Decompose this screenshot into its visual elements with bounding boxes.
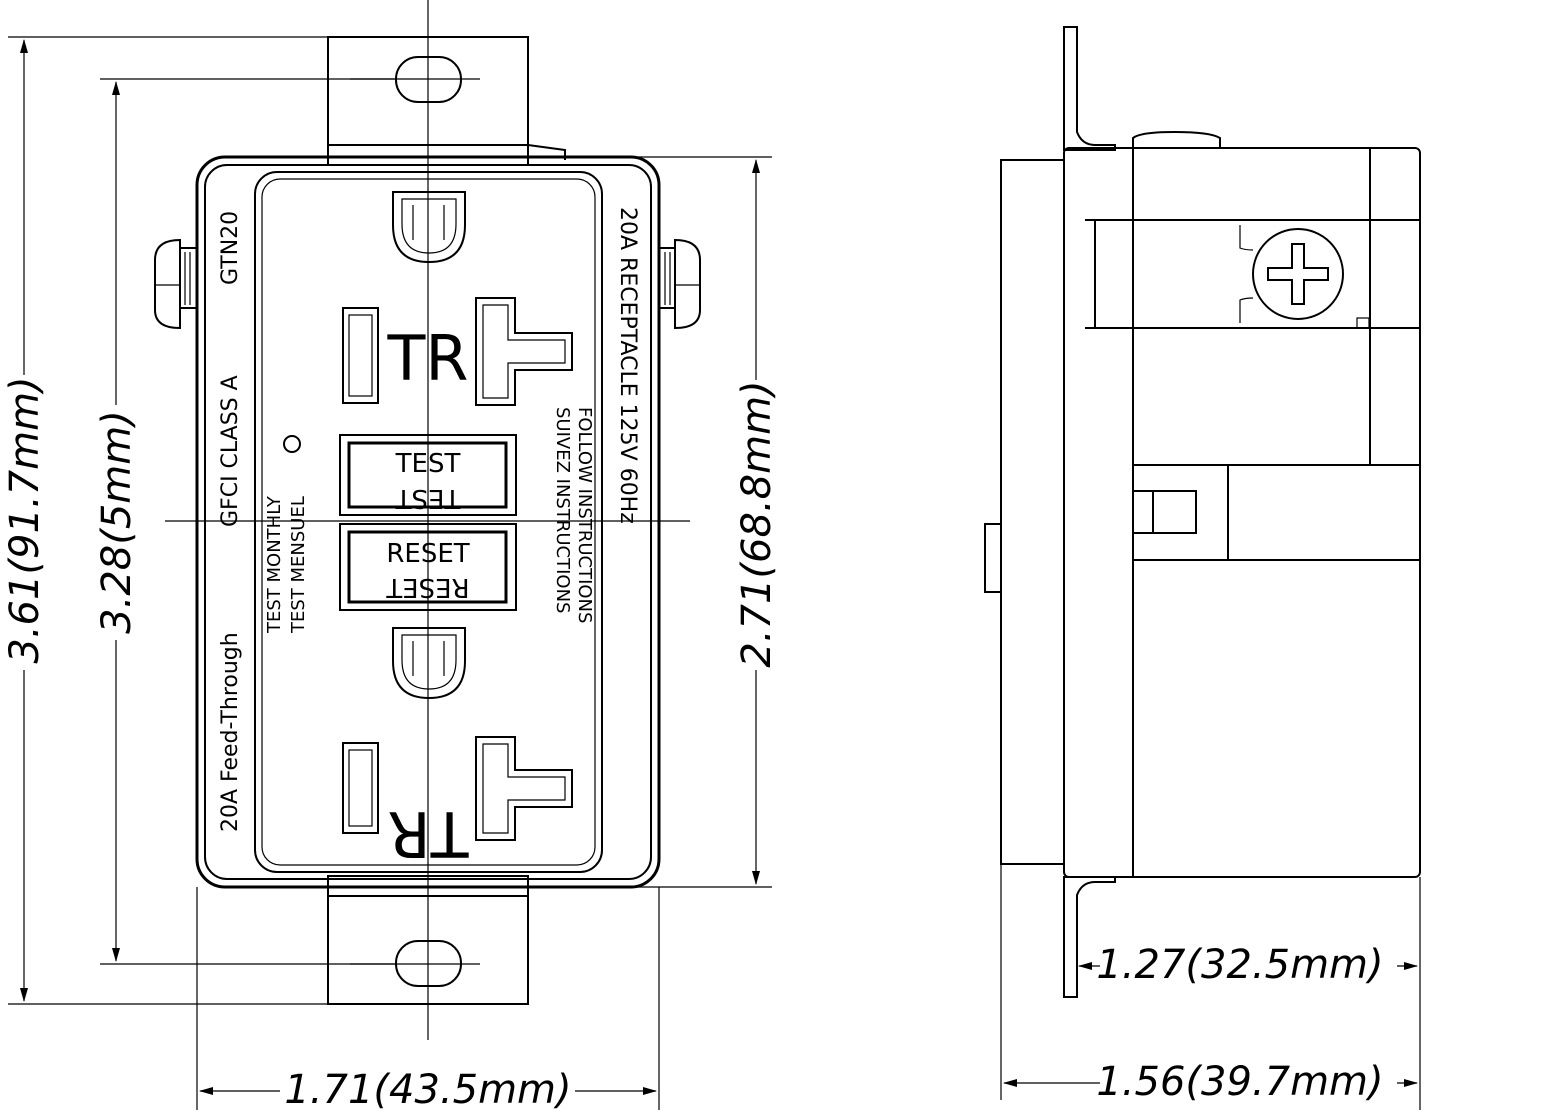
test-mensuel-label: TEST MENSUEL [288,496,309,634]
side-terminal [1085,219,1420,329]
test-button[interactable]: TEST TEST [339,434,517,516]
bottom-mounting-strap [327,875,529,1005]
overall-depth-value: 1.56(39.7mm) [1096,1059,1383,1105]
side-view: 1.27(32.5mm) 1.56(39.7mm) [984,26,1421,1110]
main-body-side [1063,147,1421,878]
left-terminal-screw [154,238,198,330]
lower-outlet: TR [342,627,573,870]
front-view: TR TR TEST TEST RESET RESET [2,0,780,1112]
body-height-value: 2.71(68.8mm) [734,380,780,667]
reset-button-label: RESET [386,539,469,569]
indicator-led [283,435,301,453]
receptacle-rating-label: 20A RECEPTACLE 125V 60Hz [615,207,640,524]
depth-behind-strap-value: 1.27(32.5mm) [1096,942,1383,988]
t-slot [475,297,573,406]
tr-mark-top: TR [387,322,469,395]
top-mounting-strap [327,36,566,166]
mount-hole-spacing-dimension: 3.28(5mm) [94,78,396,965]
outer-body [195,155,661,889]
side-indicator [1132,490,1197,534]
side-strap-top [1063,26,1116,151]
neutral-slot-lower [342,742,379,834]
overall-height-dimension: 3.61(91.7mm) [2,36,328,1005]
test-monthly-label: TEST MONTHLY [264,495,285,634]
reset-button[interactable]: RESET RESET [339,523,517,611]
body-width-value: 1.71(43.5mm) [284,1067,571,1112]
overall-height-value: 3.61(91.7mm) [2,376,48,663]
overall-depth-dimension: 1.56(39.7mm) [1000,864,1418,1105]
suivez-instructions-label: SUIVEZ INSTRUCTIONS [552,407,573,613]
face-plate [254,171,603,873]
body-height-dimension: 2.71(68.8mm) [610,156,780,888]
gfci-class-label: GFCI CLASS A [218,375,243,527]
mount-hole-spacing-value: 3.28(5mm) [94,410,140,634]
right-terminal-screw [658,238,701,330]
tr-mark-bottom: TR [388,797,470,870]
feed-through-label: 20A Feed-Through [218,632,243,832]
test-button-label: TEST [395,449,461,479]
terminal-screw-head [1252,228,1344,320]
upper-outlet: TR [342,191,573,406]
reset-button-label-inverted: RESET [386,572,469,602]
depth-behind-strap-dimension: 1.27(32.5mm) [1078,877,1421,1110]
body-width-dimension: 1.71(43.5mm) [196,887,660,1112]
model-label: GTN20 [218,211,243,285]
back-housing [1000,159,1065,865]
test-button-label-inverted: TEST [396,483,462,513]
neutral-slot [342,307,379,404]
side-strap-bottom [1063,876,1116,998]
follow-instructions-label: FOLLOW INSTRUCTIONS [574,407,595,623]
t-slot-lower [475,736,573,841]
